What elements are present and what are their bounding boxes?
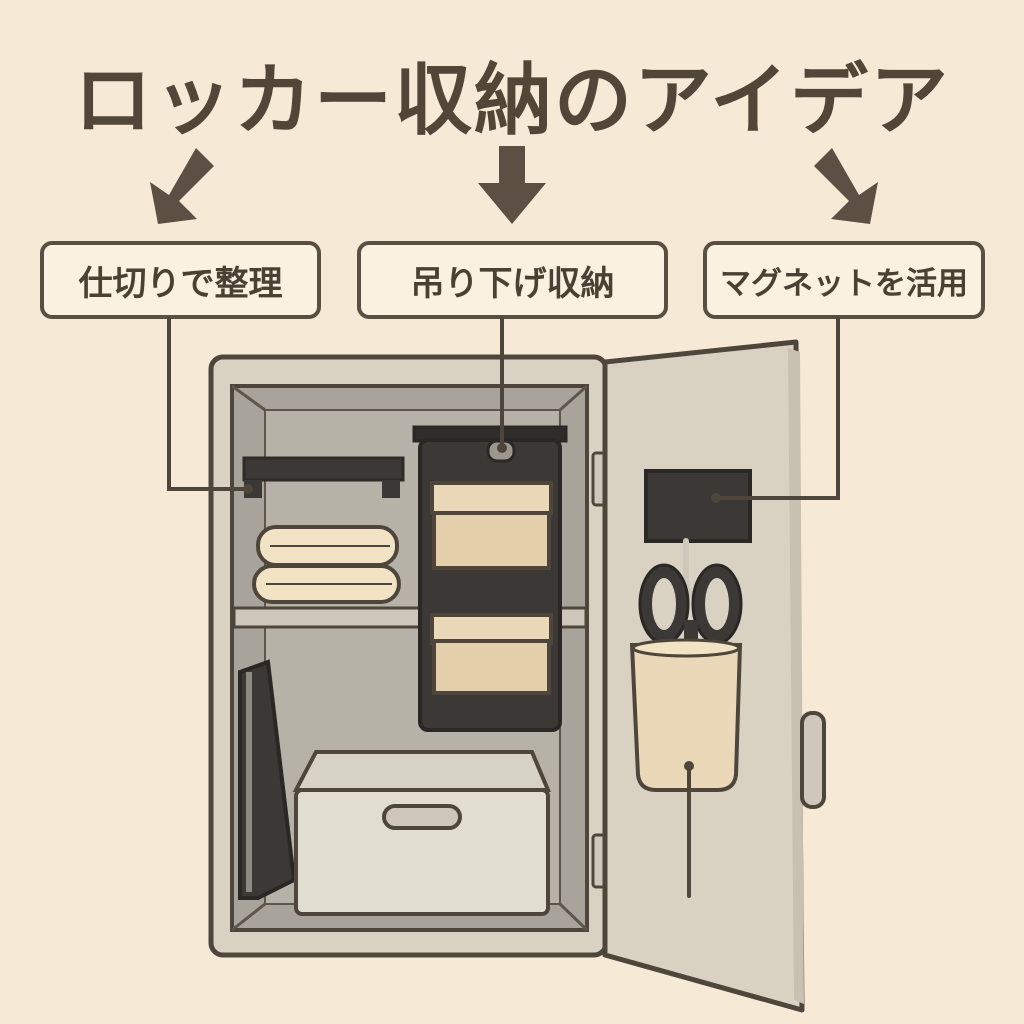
label-partition: 仕切りで整理 xyxy=(40,241,321,319)
scissors-icon xyxy=(638,563,743,656)
storage-bin xyxy=(292,750,552,916)
magnetic-cup-holder xyxy=(629,638,743,898)
binder xyxy=(238,659,297,900)
page-title: ロッカー収納のアイデア xyxy=(73,56,951,146)
leader-lines xyxy=(167,317,840,500)
label-hanging-storage: 吊り下げ収納 xyxy=(357,241,668,319)
arrow-down-right-icon xyxy=(814,148,878,224)
leader-dots xyxy=(243,443,721,503)
folded-towels xyxy=(252,525,401,604)
arrow-down-icon xyxy=(478,146,546,224)
arrow-down-left-icon xyxy=(150,148,214,224)
hanging-organizer xyxy=(412,425,568,732)
label-magnet: マグネットを活用 xyxy=(703,241,985,319)
